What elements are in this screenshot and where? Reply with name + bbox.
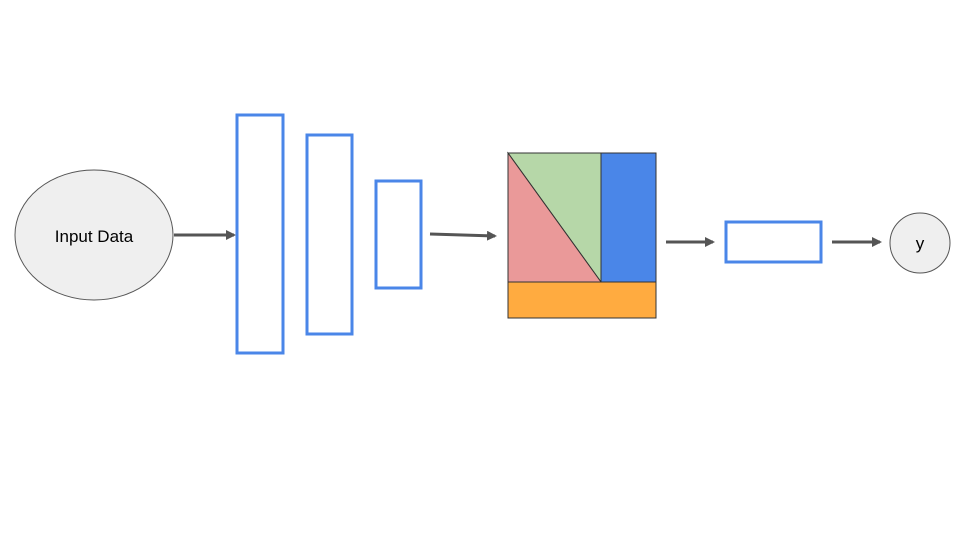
composite-block [507, 151, 657, 319]
block-blue-section [600, 152, 657, 283]
output-node-shape [889, 212, 951, 274]
layer-2 [305, 133, 354, 336]
output-node: y [889, 212, 951, 274]
input-node-label: Input Data [55, 227, 134, 246]
input-node: Input Data [14, 169, 174, 301]
arrow-layer-3-to-block [429, 230, 497, 241]
output-node-label: y [916, 234, 925, 253]
block-orange-section [507, 281, 657, 319]
layer-3 [374, 179, 423, 290]
input-node-shape [14, 169, 174, 301]
layer-1 [235, 113, 285, 355]
dense-layer [724, 220, 823, 264]
